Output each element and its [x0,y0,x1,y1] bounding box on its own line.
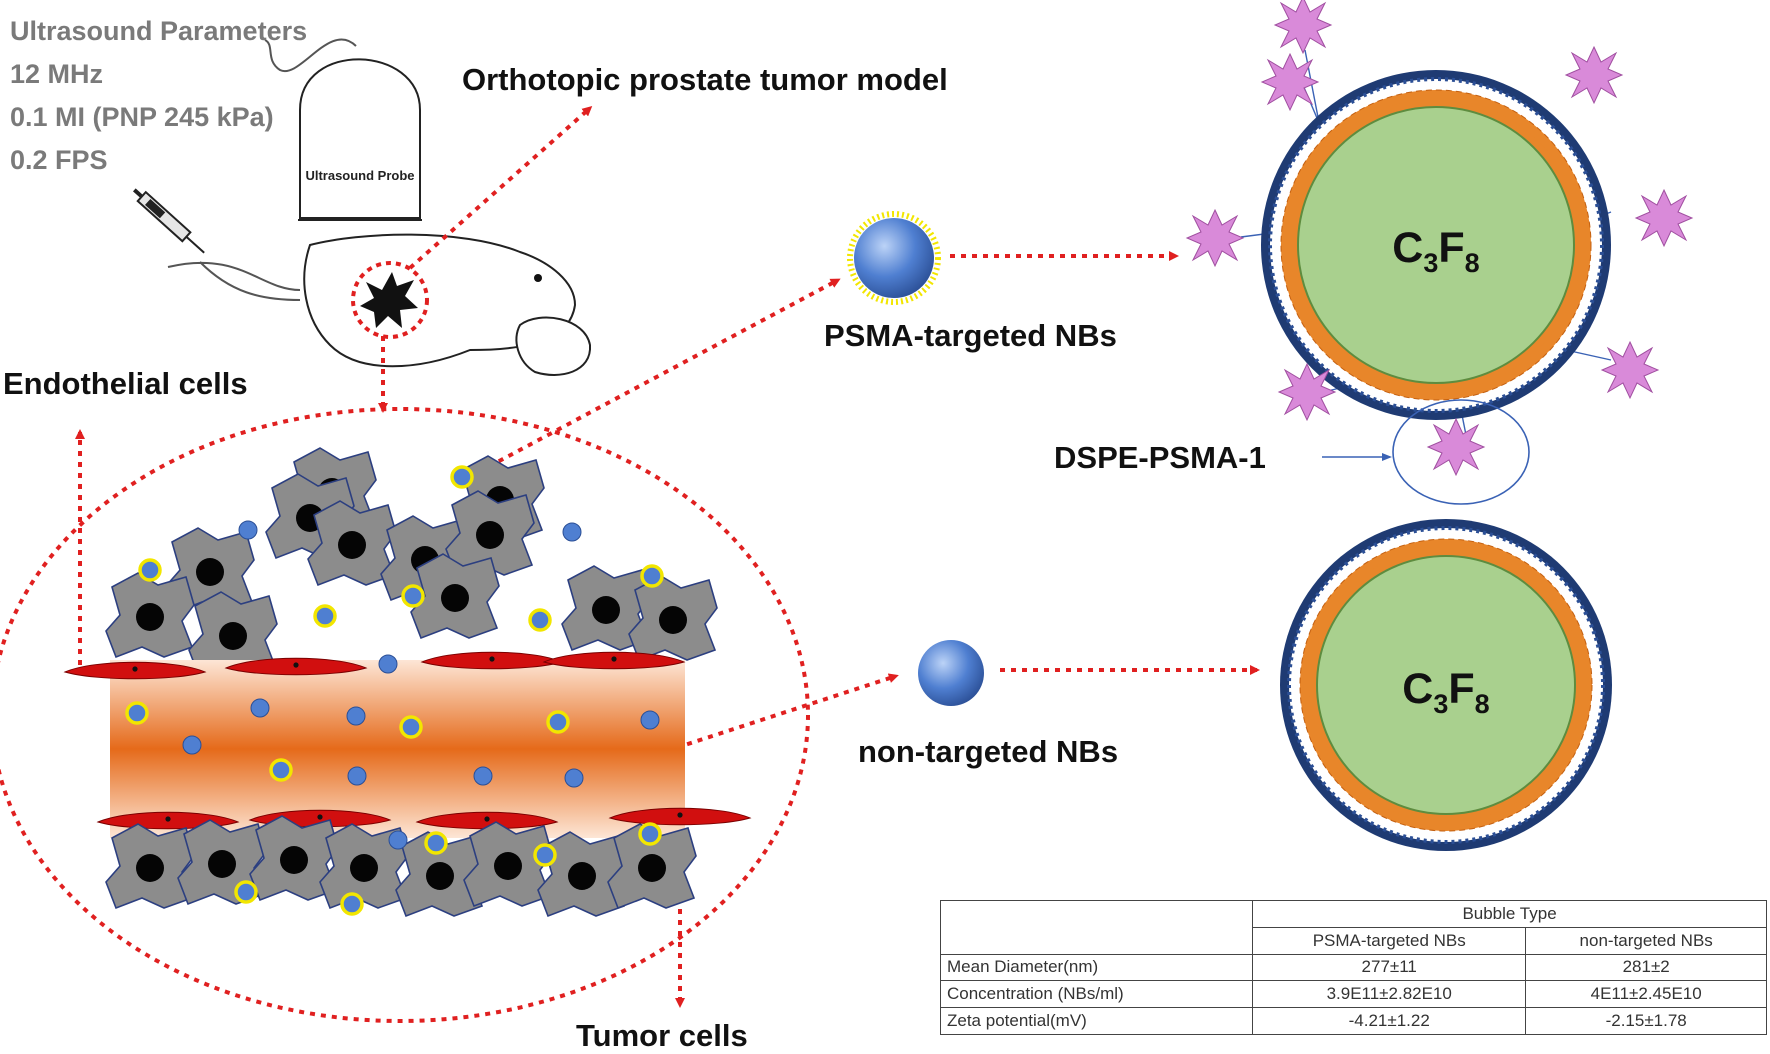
table-row-columns: PSMA-targeted NBs non-targeted NBs [941,926,1767,955]
table-row: Mean Diameter(nm) 277±11 281±2 [939,953,1767,982]
ultrasound-parameters: Ultrasound Parameters 12 MHz 0.1 MI (PNP… [10,10,307,182]
psma-nb-icon [847,211,941,305]
psma-nb-structure [1240,49,1612,441]
dspe-callout [1322,399,1530,505]
table-group-header: Bubble Type [1252,900,1767,928]
table-row: Concentration (NBs/ml) 3.9E11±2.82E10 4E… [939,980,1767,1009]
table-cell: 281±2 [1525,953,1767,982]
table-row-label: Concentration (NBs/ml) [939,980,1254,1009]
table-row: Zeta potential(mV) -4.21±1.22 -2.15±1.78 [939,1007,1767,1035]
mouse-outline [167,233,592,376]
zoom-region-outline [0,407,810,1023]
params-heading: Ultrasound Parameters [10,16,308,46]
table-corner [939,900,1254,955]
tumor-cells-upper [105,447,718,677]
table-cell: -4.21±1.22 [1252,1007,1527,1035]
tumor-cells-label: Tumor cells [576,1018,748,1053]
params-mechanical-index: 0.1 MI (PNP 245 kPa) [10,102,274,132]
dspe-label: DSPE-PSMA-1 [1054,440,1266,475]
table-cell: 4E11±2.45E10 [1525,980,1767,1009]
params-frequency: 12 MHz [10,59,104,89]
ultrasound-probe [264,38,422,221]
table-cell: -2.15±1.78 [1525,1007,1767,1035]
flow-arrows [75,106,1260,1008]
probe-label: Ultrasound Probe [305,168,414,183]
table-row-label: Zeta potential(mV) [939,1007,1254,1035]
table-cell: 277±11 [1252,953,1527,982]
properties-table: Bubble Type PSMA-targeted NBs non-target… [939,900,1767,1035]
endothelial-label: Endothelial cells [3,366,248,401]
table-cell: 3.9E11±2.82E10 [1252,980,1527,1009]
table-row-label: Mean Diameter(nm) [939,953,1254,982]
params-frame-rate: 0.2 FPS [10,145,108,175]
nontargeted-nb-structure [1280,519,1612,851]
non-targeted-nbs-label: non-targeted NBs [858,734,1119,769]
blood-vessel [110,660,685,838]
table-column-header: PSMA-targeted NBs [1252,926,1527,955]
psma-nbs-label: PSMA-targeted NBs [824,318,1117,353]
syringe-icon [132,188,205,254]
table-row-group-header: Bubble Type [939,900,1767,955]
tumor-site-icon [351,261,429,339]
table-column-header: non-targeted NBs [1525,926,1767,955]
non-targeted-nb-icon [918,640,984,706]
tumor-model-label: Orthotopic prostate tumor model [462,62,948,97]
